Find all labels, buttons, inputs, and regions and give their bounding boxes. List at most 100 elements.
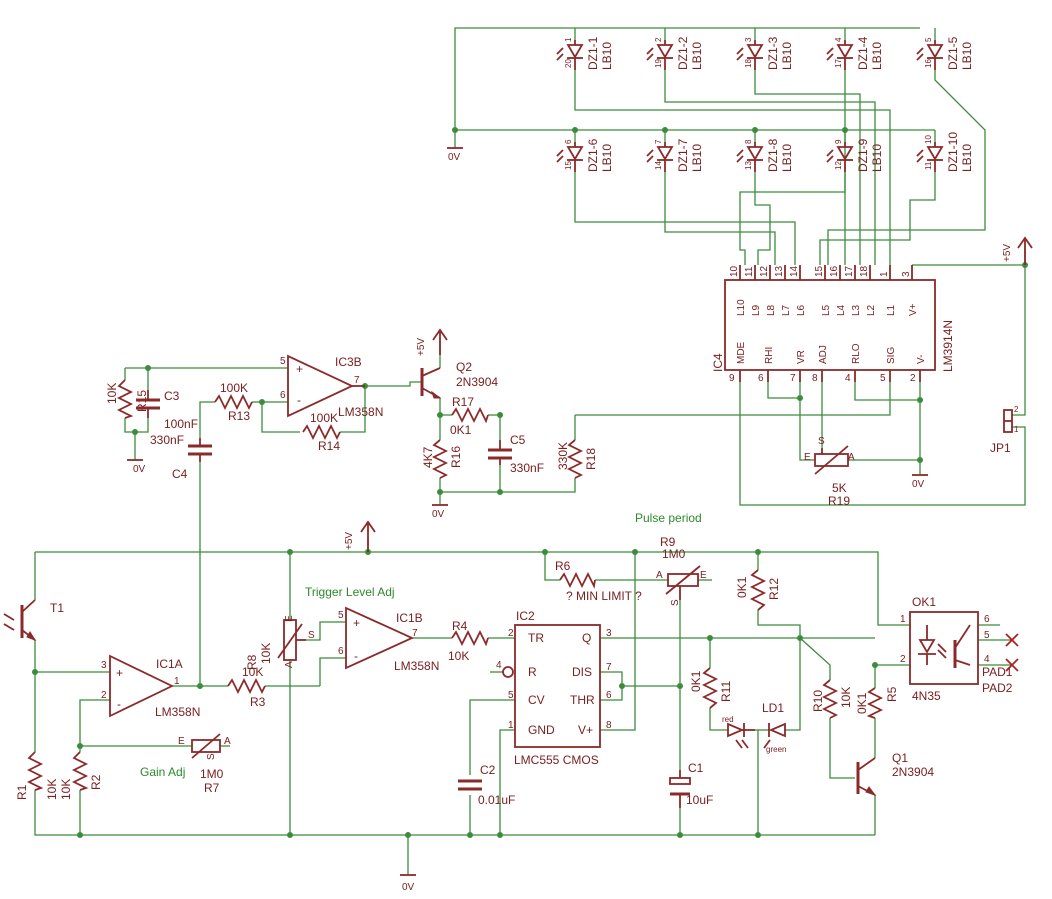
svg-text:VR: VR: [796, 350, 807, 364]
ic4-bottom-pin-labels: MDE RHI VR ADJ RLO SIG V-: [736, 341, 927, 364]
svg-text:0V: 0V: [448, 152, 461, 163]
led-dz1-1: 1 20 DZ1-1 LB10: [556, 36, 614, 70]
svg-text:1: 1: [564, 37, 573, 42]
pad1-label: PAD1: [982, 665, 1013, 679]
svg-text:C1: C1: [688, 761, 704, 775]
svg-text:6: 6: [564, 139, 573, 144]
svg-text:+5V: +5V: [1002, 244, 1013, 262]
led-dz1-2: 2 19 DZ1-2 LB10: [646, 36, 704, 70]
pads: PAD1 PAD2: [982, 633, 1019, 695]
svg-text:4: 4: [845, 373, 851, 384]
svg-text:LB10: LB10: [960, 42, 974, 70]
svg-text:R16: R16: [449, 446, 463, 468]
svg-text:0V: 0V: [402, 882, 415, 893]
svg-text:+: +: [116, 666, 123, 680]
led-dz1-9: 9 12 DZ1-9 LB10: [826, 138, 884, 172]
svg-text:R13: R13: [228, 409, 250, 423]
svg-text:5: 5: [880, 373, 886, 384]
svg-text:1: 1: [174, 676, 180, 687]
svg-text:6: 6: [984, 614, 990, 625]
svg-text:5: 5: [280, 356, 286, 367]
svg-text:2: 2: [101, 690, 107, 701]
svg-text:E: E: [700, 570, 707, 581]
svg-text:8: 8: [606, 720, 612, 731]
svg-text:19: 19: [654, 59, 663, 68]
svg-text:L4: L4: [836, 304, 847, 316]
c4-capacitor: C4: [172, 438, 212, 481]
svg-text:R19: R19: [828, 494, 850, 508]
led-dz1-5: 5 16 DZ1-5 LB10: [916, 36, 974, 70]
ic4-bottom-pins: [739, 370, 921, 382]
note-trigger-level: Trigger Level Adj: [305, 585, 395, 599]
pad2-label: PAD2: [982, 681, 1013, 695]
svg-text:0V: 0V: [912, 479, 925, 490]
ic4-bottom-pin-numbers: 9 6 7 8 4 5 2: [729, 373, 916, 384]
svg-text:RHI: RHI: [764, 347, 775, 364]
svg-text:13: 13: [744, 161, 753, 170]
svg-text:12: 12: [834, 161, 843, 170]
svg-text:S: S: [670, 599, 681, 606]
svg-text:15: 15: [564, 161, 573, 170]
svg-text:10: 10: [924, 135, 933, 144]
svg-text:3: 3: [101, 660, 107, 671]
gnd-ic4: 0V: [912, 474, 928, 490]
svg-text:6: 6: [338, 646, 344, 657]
svg-text:L10: L10: [736, 299, 747, 316]
svg-text:2: 2: [900, 654, 906, 665]
svg-text:DZ1-1: DZ1-1: [586, 36, 600, 70]
r5-resistor: 0K1 R5: [855, 686, 899, 719]
svg-text:LB10: LB10: [690, 144, 704, 172]
svg-text:16: 16: [924, 59, 933, 68]
r14-resistor: 100K R14: [302, 411, 341, 453]
svg-text:TR: TR: [528, 631, 544, 645]
svg-text:T1: T1: [50, 601, 64, 615]
svg-text:4: 4: [984, 654, 990, 665]
svg-text:LB10: LB10: [870, 42, 884, 70]
svg-text:ADJ: ADJ: [818, 345, 829, 364]
svg-text:5: 5: [984, 630, 990, 641]
svg-text:LB10: LB10: [600, 42, 614, 70]
t1-phototransistor: T1: [3, 599, 64, 641]
svg-text:7: 7: [606, 662, 612, 673]
svg-text:IC4: IC4: [711, 353, 725, 372]
svg-text:LMC555 CMOS: LMC555 CMOS: [514, 753, 599, 767]
svg-text:S: S: [818, 436, 825, 447]
svg-text:5: 5: [338, 610, 344, 621]
svg-text:MDE: MDE: [736, 341, 747, 364]
svg-text:+5V: +5V: [416, 338, 427, 356]
ic4-lm3914n: IC4 LM3914N 10 11 12 13 14 15 16 17 18 1…: [711, 265, 955, 384]
svg-text:L7: L7: [781, 304, 792, 316]
svg-text:18: 18: [859, 265, 870, 277]
r4-resistor: R4 10K: [448, 619, 489, 663]
r7-potentiometer: E A S 1M0 R7: [178, 733, 231, 795]
svg-text:C3: C3: [164, 389, 180, 403]
gnd-r15: 0V: [127, 459, 146, 475]
svg-text:11: 11: [744, 266, 755, 277]
led-dz1-8: 8 13 DZ1-8 LB10: [736, 138, 794, 172]
led-dz1-10: 10 11 DZ1-10 LB10: [916, 132, 974, 172]
ok1-optocoupler: OK1 4N35 1 2 6 5 4: [900, 595, 990, 703]
svg-text:? MIN LIMIT ?: ? MIN LIMIT ?: [566, 589, 642, 603]
c1-capacitor: C1 10uF: [669, 761, 713, 808]
svg-text:R9: R9: [660, 535, 676, 549]
ic3b-opamp: + - 5 6 7 IC3B LM358N: [280, 354, 383, 419]
svg-text:A: A: [656, 570, 663, 581]
svg-text:10K: 10K: [105, 383, 119, 404]
svg-text:0V: 0V: [133, 464, 146, 475]
led-dz1-7: 7 14 DZ1-7 LB10: [646, 138, 704, 172]
svg-text:DZ1-10: DZ1-10: [946, 132, 960, 172]
svg-text:LM3914N: LM3914N: [941, 320, 955, 372]
svg-text:RLO: RLO: [851, 343, 862, 364]
svg-text:2N3904: 2N3904: [892, 765, 934, 779]
svg-text:R8: R8: [245, 654, 259, 670]
svg-text:Q2: Q2: [456, 360, 472, 374]
r2-resistor: 10K R2: [59, 751, 103, 800]
vcc-main: +5V: [344, 520, 376, 552]
svg-text:IC2: IC2: [516, 609, 535, 623]
svg-text:1M0: 1M0: [200, 767, 224, 781]
svg-text:DZ1-3: DZ1-3: [766, 36, 780, 70]
svg-text:V-: V-: [916, 355, 927, 364]
svg-text:1: 1: [900, 614, 906, 625]
svg-text:E: E: [804, 452, 811, 463]
